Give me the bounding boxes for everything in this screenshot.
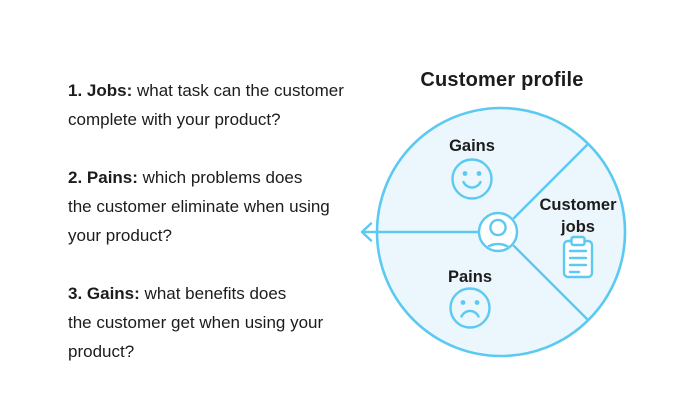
text-line: 2. Pains: which problems does bbox=[68, 168, 303, 187]
gains-paragraph: 3. Gains: what benefits does the custome… bbox=[68, 279, 368, 366]
customer-profile-diagram bbox=[360, 106, 627, 358]
user-head bbox=[489, 218, 507, 237]
pains-label: 2. Pains: bbox=[68, 168, 138, 187]
pains-paragraph: 2. Pains: which problems does the custom… bbox=[68, 163, 368, 250]
segment-label-pains: Pains bbox=[447, 268, 493, 286]
smiley-face-icon bbox=[451, 158, 493, 200]
segment-label-gains: Gains bbox=[449, 137, 495, 155]
text-line: 1. Jobs: what task can the customer bbox=[68, 81, 344, 100]
sad-face-icon bbox=[449, 287, 491, 329]
text-line: the customer eliminate when using bbox=[68, 197, 330, 216]
user-shoulders bbox=[480, 242, 516, 250]
left-arrow-icon bbox=[360, 222, 481, 242]
text-line: the customer get when using your bbox=[68, 313, 324, 332]
segment-divider-bottom bbox=[512, 244, 590, 322]
segment-label-customer-jobs: Customer jobs bbox=[539, 196, 617, 236]
jobs-label: 1. Jobs: bbox=[68, 81, 133, 100]
text-line: your product? bbox=[68, 226, 172, 245]
jobs-paragraph: 1. Jobs: what task can the customer comp… bbox=[68, 76, 368, 134]
explanation-panel: 1. Jobs: what task can the customer comp… bbox=[68, 76, 368, 395]
diagram-title: Customer profile bbox=[420, 69, 584, 91]
text-line: product? bbox=[68, 342, 135, 361]
text-line: complete with your product? bbox=[68, 110, 281, 129]
user-icon bbox=[477, 211, 519, 253]
gains-label: 3. Gains: bbox=[68, 284, 140, 303]
segment-divider-top bbox=[512, 142, 590, 220]
clipboard-icon bbox=[562, 235, 594, 279]
text-line: 3. Gains: what benefits does bbox=[68, 284, 287, 303]
